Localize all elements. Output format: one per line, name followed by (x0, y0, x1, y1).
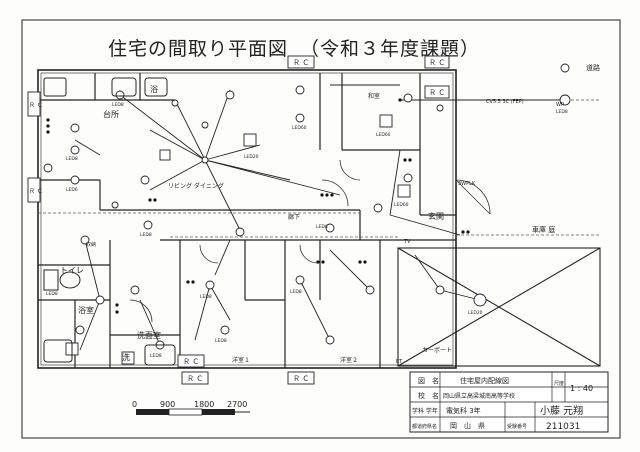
title-block-prefecture-value: 岡 山 県 (450, 421, 485, 430)
room-label-washroom: 洗面室 (137, 330, 161, 340)
carport (397, 247, 601, 367)
sheet-border (21, 19, 621, 439)
tv-label: TV (403, 239, 411, 245)
rc-label: Ｒ Ｃ (293, 375, 309, 383)
fixture-label: LED8 (46, 291, 58, 297)
rc-label: Ｒ Ｃ (293, 59, 309, 67)
fixture-label: LED8 (316, 224, 328, 230)
room-label-kitchen: 台所 (103, 109, 119, 119)
fixture-label: LED20 (468, 310, 483, 316)
switch-dots (46, 98, 470, 314)
fixture-labels: LED8 LED8 LED6 LED20 LED60 LED8 LED60 LE… (46, 102, 568, 359)
title-block-number-label: 受験番号 (507, 423, 527, 430)
room-label-room1: 洋室１ (232, 356, 250, 364)
room-label-storage: 収納 (86, 241, 96, 248)
toilet-fixture (43, 269, 81, 291)
title-block-scale-value: 1 : 40 (570, 384, 593, 393)
room-labels: 浴 台所 リビング ダイニング 和室 廊下 玄関 トイレ 浴室 洗面室 洗 洋室… (60, 84, 452, 364)
wiring (74, 84, 560, 351)
room-label-entrance: 玄関 (428, 211, 444, 221)
fixture-label: LED8 (66, 156, 78, 162)
fixture-label: LED60 (376, 132, 391, 138)
title-block-prefecture-label: 都道府県名 (412, 423, 437, 430)
outside-labels: 道路 車庫 庭 CV5.5 3C (FEP) WP 3WPLK TV ET (396, 63, 600, 365)
title-block-name-value: 小藤 元翔 (540, 404, 583, 417)
rc-label: Ｒ Ｃ (429, 59, 445, 67)
room-label-toilet: トイレ (60, 266, 84, 275)
room-label-hallway: 廊下 (288, 213, 300, 221)
fixture-label: LED8 (215, 338, 227, 344)
fixture-label: LED60 (292, 125, 307, 131)
title-block-school-label: 校 名 (418, 391, 439, 400)
title-block: 図 名 住宅屋内配線図 尺度 1 : 40 校 名 岡山県立高梁城南高等学校 学… (409, 371, 609, 433)
title-block-zumei-value: 住宅屋内配線図 (460, 376, 509, 385)
rc-label: Ｒ Ｃ (29, 188, 43, 195)
fixture-label: LED8 (290, 289, 302, 295)
title-block-class-value: 電気科 3年 (446, 406, 481, 415)
rc-label: Ｒ Ｃ (29, 102, 43, 109)
bathtub (43, 77, 176, 366)
fixture-label: LED8 (150, 353, 162, 359)
interior-walls (38, 73, 456, 368)
rc-label: Ｒ Ｃ (429, 89, 445, 97)
fixture-label: LED8 (200, 294, 212, 300)
scale-bar: 0 900 1800 2700 (132, 400, 250, 416)
room-label-wash: 洗 (122, 352, 130, 362)
door-swings (129, 159, 491, 323)
scale-tick: 2700 (227, 400, 247, 409)
rc-labels: Ｒ Ｃ Ｒ Ｃ Ｒ Ｃ Ｒ Ｃ Ｒ Ｃ Ｒ Ｃ Ｒ Ｃ Ｒ Ｃ (29, 59, 445, 383)
room-label-japanese: 和室 (368, 92, 380, 100)
dashed-lines (38, 99, 600, 238)
yard-label: 車庫 庭 (532, 225, 555, 234)
fixture-label: LED8 (556, 109, 568, 115)
fixture-label: LED8 (140, 232, 152, 238)
fixture-label: LED6 (66, 187, 78, 193)
title-block-number-value: 211031 (546, 422, 580, 432)
panel-label: 3WPLK (458, 181, 476, 187)
room-label-room2: 洋室２ (340, 356, 358, 364)
scale-tick: 900 (160, 400, 175, 409)
room-label-bath-top: 浴 (150, 84, 158, 94)
fixture-label: LED20 (244, 154, 259, 160)
outer-walls (37, 69, 457, 369)
fixtures (43, 63, 571, 365)
scale-tick: 0 (132, 400, 137, 409)
page-subtitle: （令和３年度課題） (300, 38, 481, 60)
fixture-label: LED60 (394, 202, 409, 208)
rc-label: Ｒ Ｃ (183, 358, 199, 366)
rc-boxes (27, 55, 450, 385)
page-title: 住宅の間取り平面図 (108, 38, 289, 60)
title-block-scale-label: 尺度 (554, 380, 564, 387)
title-block-class-label: 学科 学年 (412, 407, 438, 415)
wall-label: WP (556, 102, 564, 108)
ground-label: ET (396, 359, 403, 365)
title-block-zumei-label: 図 名 (418, 376, 439, 385)
room-label-bathroom: 浴室 (78, 305, 94, 315)
cable-label: CV5.5 3C (FEP) (486, 99, 524, 105)
room-label-living: リビング ダイニング (168, 182, 224, 190)
rc-label: Ｒ Ｃ (187, 375, 203, 383)
scale-tick: 1800 (194, 400, 214, 409)
room-label-carport: カーポート (422, 346, 452, 354)
fixture-label: LED8 (112, 102, 124, 108)
title-block-school-value: 岡山県立高梁城南高等学校 (443, 392, 515, 400)
road-label: 道路 (586, 63, 600, 72)
junction-box (201, 156, 209, 164)
